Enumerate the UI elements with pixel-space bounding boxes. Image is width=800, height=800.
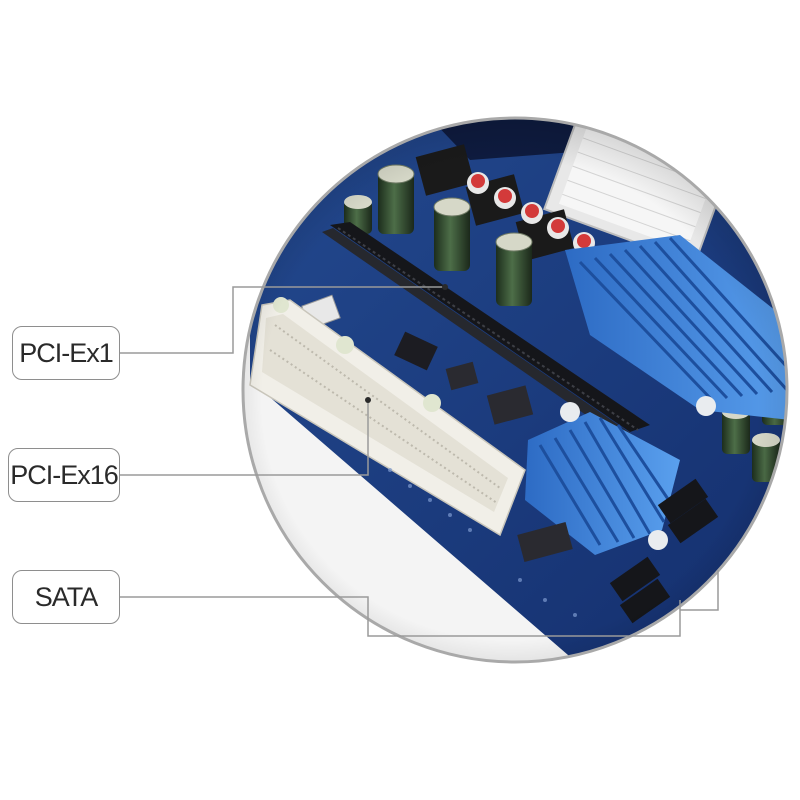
callout-pcie-x16-label: PCI-Ex16 [10, 459, 119, 490]
callout-sata: SATA [12, 570, 120, 624]
leader-line-pcie-x16 [120, 400, 369, 476]
callout-pcie-x1-label: PCI-Ex1 [19, 337, 114, 368]
leader-lines [120, 286, 719, 637]
callout-sata-label: SATA [34, 581, 99, 612]
callout-pcie-x16: PCI-Ex16 [8, 448, 120, 502]
callout-pcie-x1: PCI-Ex1 [12, 326, 120, 380]
zoom-lens-border [241, 116, 789, 664]
leader-line-pcie-x1 [120, 286, 445, 354]
leader-line-sata [120, 596, 681, 637]
